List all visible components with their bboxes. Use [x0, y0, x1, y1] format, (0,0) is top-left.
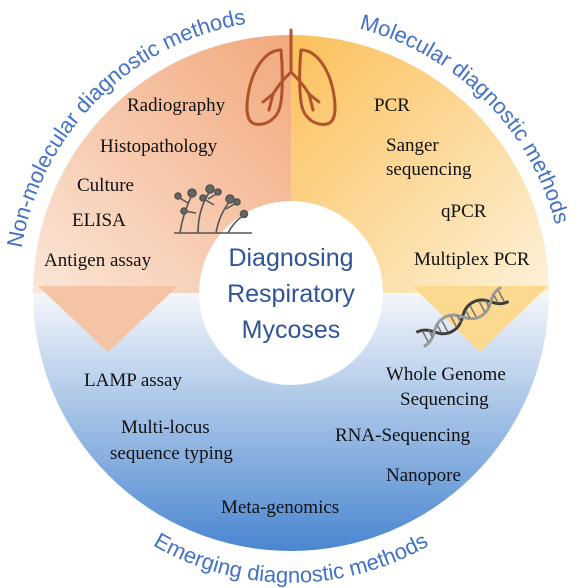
lungs-icon: [245, 28, 337, 126]
item-multi-locus: Multi-locus: [121, 417, 210, 438]
fungus-icon: [174, 184, 252, 234]
item-lamp-assay: LAMP assay: [84, 370, 182, 391]
item-multiplex-pcr: Multiplex PCR: [414, 249, 530, 270]
item-meta-genomics: Meta-genomics: [221, 497, 339, 518]
center-title-line1: Diagnosing: [228, 244, 353, 272]
item-sequencing: sequencing: [386, 159, 472, 180]
item-elisa: ELISA: [72, 210, 126, 231]
item-nanopore: Nanopore: [386, 465, 461, 486]
item-culture: Culture: [77, 175, 134, 196]
item-pcr: PCR: [374, 95, 410, 116]
center-title-line3: Mycoses: [242, 316, 341, 344]
item-histopathology: Histopathology: [100, 136, 218, 157]
item-radiography: Radiography: [127, 95, 226, 116]
sector-emerging: [33, 293, 549, 551]
item-antigen-assay: Antigen assay: [44, 250, 152, 271]
center-circle: [199, 201, 383, 385]
dna-icon: [415, 285, 510, 348]
arrow-down-right: [412, 286, 548, 352]
arrow-down-left: [38, 286, 178, 352]
item-rna-sequencing: RNA-Sequencing: [335, 425, 471, 446]
item-sanger: Sanger: [386, 135, 439, 156]
item-sequence-typing: sequence typing: [110, 443, 233, 464]
item-sequencing-wgs: Sequencing: [400, 389, 489, 410]
item-qpcr: qPCR: [441, 201, 487, 222]
item-whole-genome: Whole Genome: [386, 364, 506, 385]
center-title-line2: Respiratory: [227, 280, 355, 308]
